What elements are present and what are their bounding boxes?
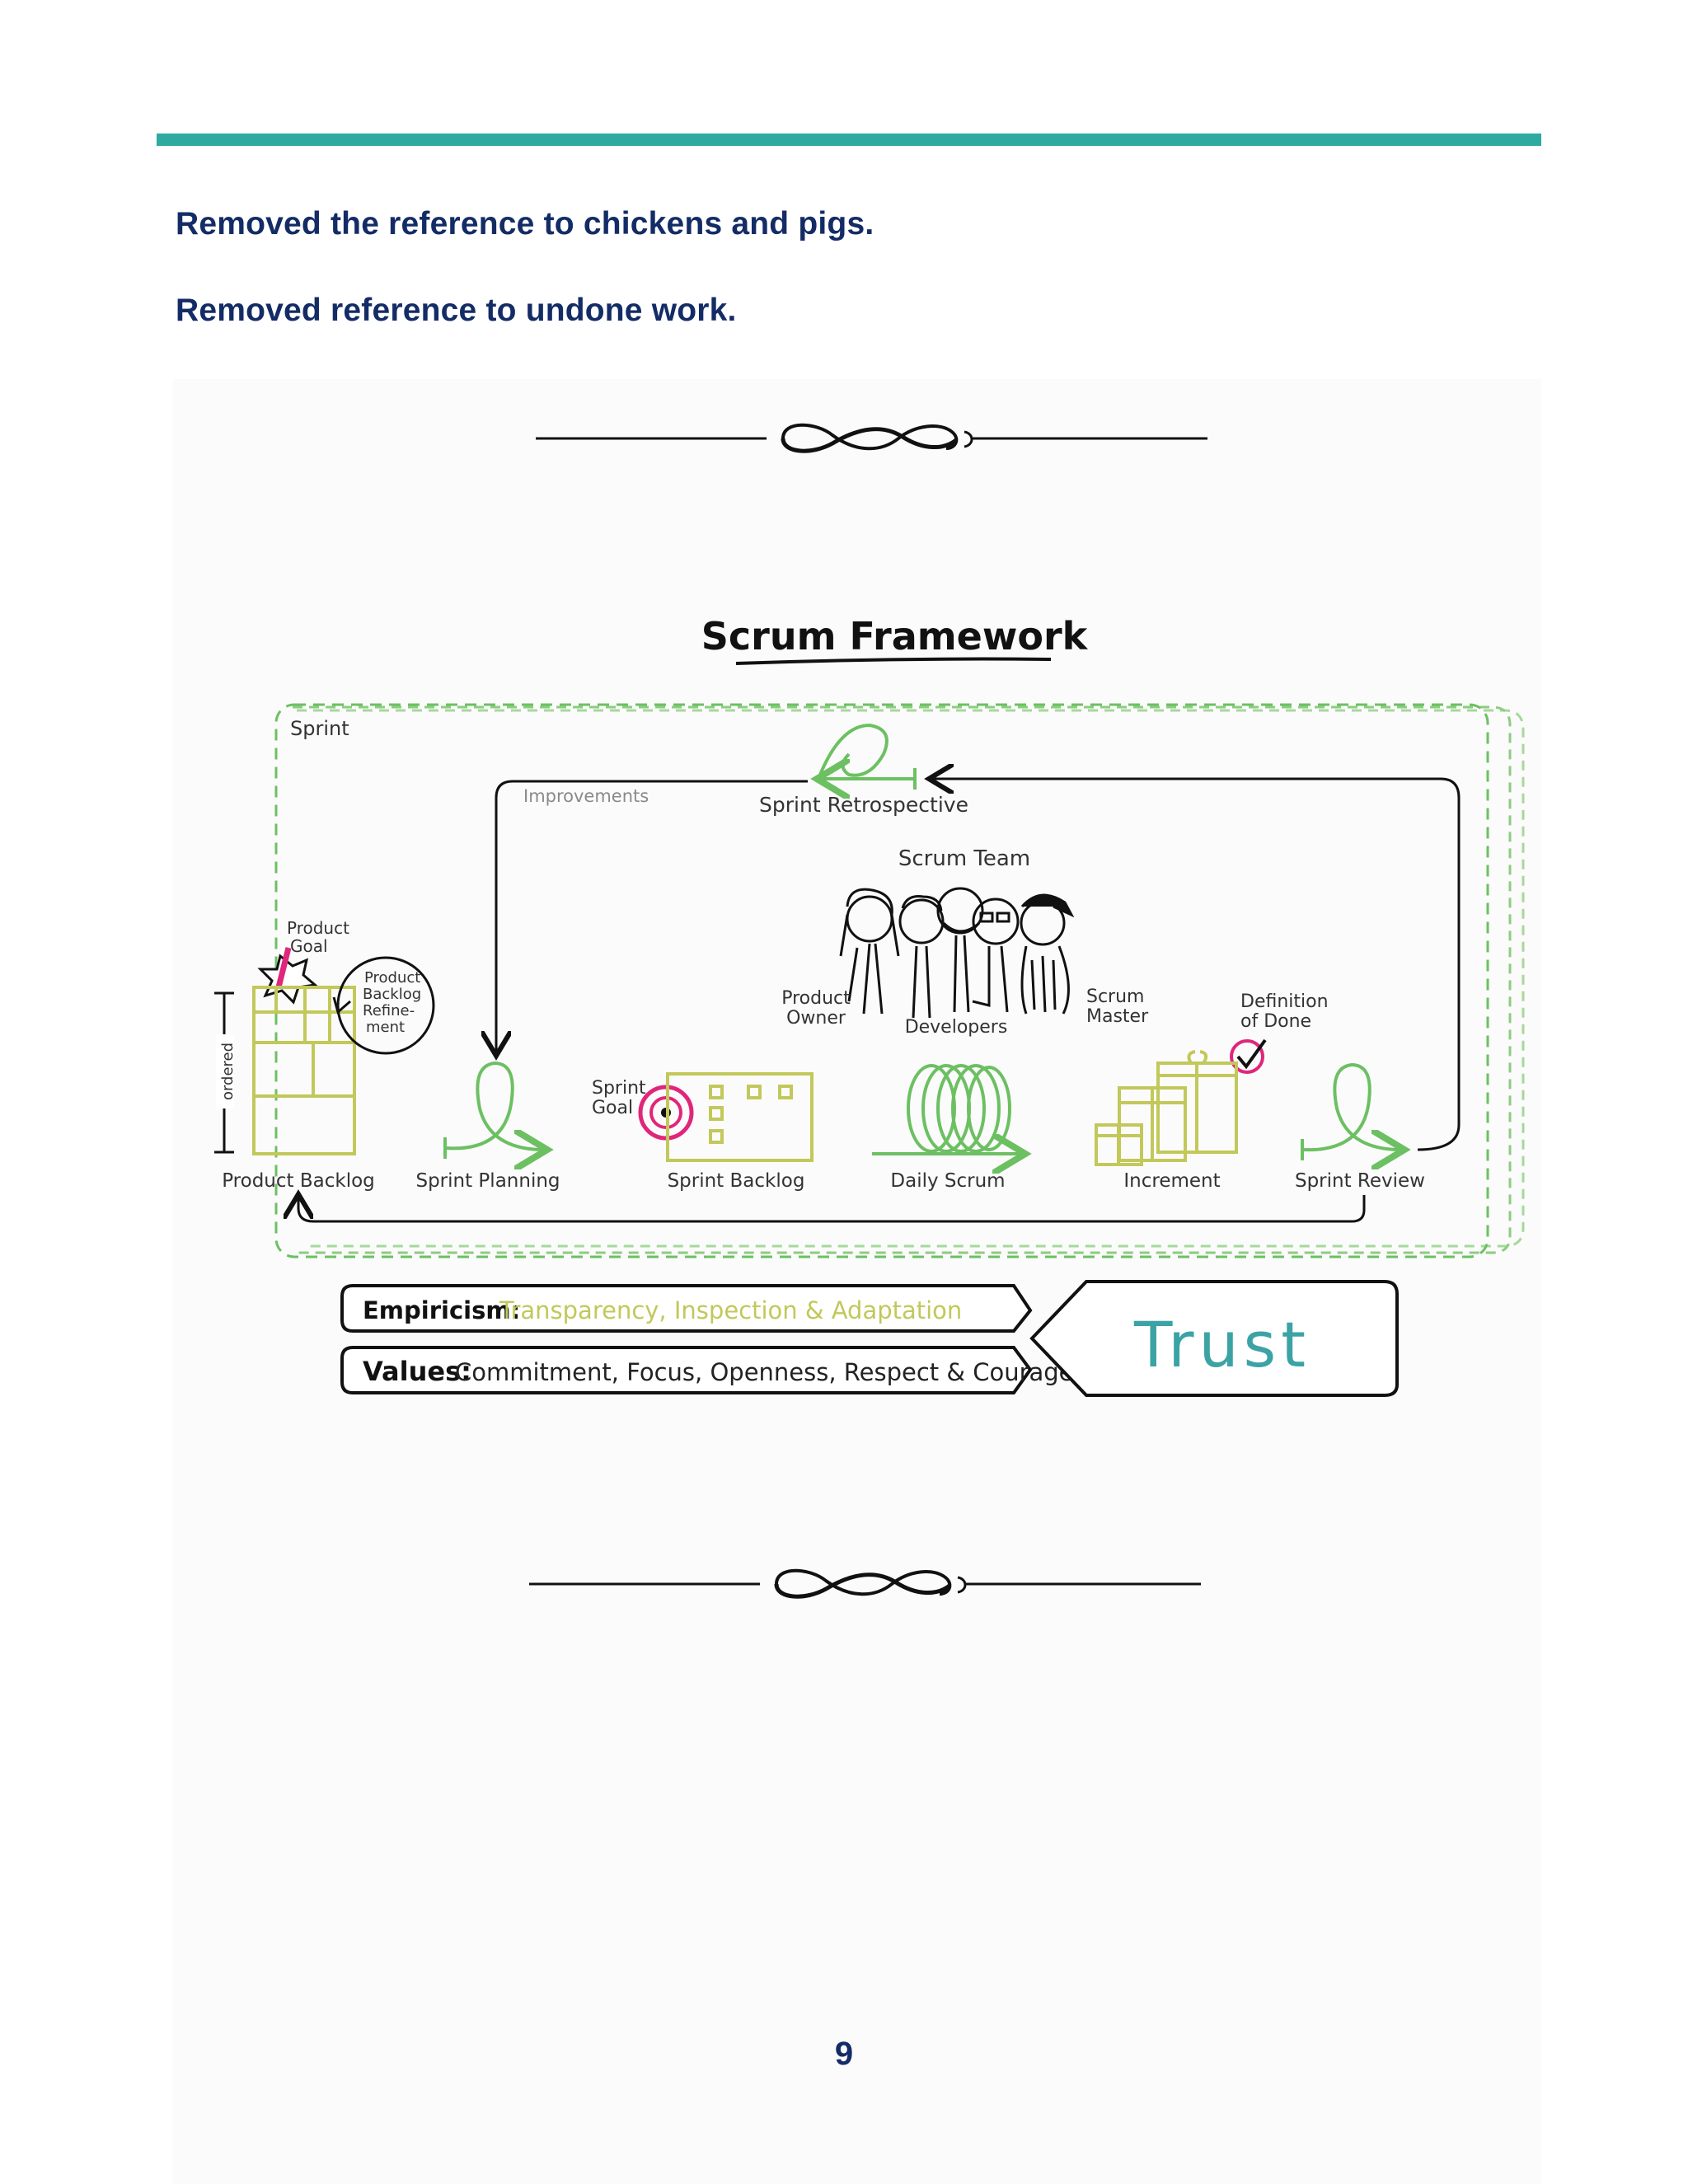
definition-of-done-check-icon — [1230, 1039, 1264, 1074]
sprint-planning-loop-icon — [444, 1061, 544, 1150]
stage-label-sprint-planning: Sprint Planning — [415, 1170, 560, 1192]
page-number: 9 — [834, 2036, 854, 2072]
product-goal-star-icon — [257, 954, 318, 1005]
scrum-team-label: Scrum Team — [898, 846, 1030, 871]
values-text: Commitment, Focus, Openness, Respect & C… — [455, 1358, 1074, 1386]
daily-scrum-coil-icon — [872, 1064, 1022, 1154]
stage-label-increment: Increment — [1123, 1170, 1220, 1192]
change-note-1: Removed the reference to chickens and pi… — [176, 206, 874, 241]
refinement-loop-icon — [336, 956, 435, 1055]
stage-label-daily-scrum: Daily Scrum — [890, 1170, 1005, 1192]
empiricism-text: Transparency, Inspection & Adaptation — [499, 1296, 962, 1324]
refinement-label-2: Backlog — [363, 986, 421, 1003]
product-goal-label-1: Product — [287, 918, 349, 938]
refinement-label-3: Refine- — [363, 1002, 415, 1019]
values-label: Values: — [363, 1356, 471, 1387]
change-note-2: Removed reference to undone work. — [176, 293, 737, 328]
scrum-master-label-1: Scrum — [1086, 987, 1144, 1007]
ordered-label: ordered — [219, 1043, 237, 1100]
increment-gifts-icon — [1095, 1050, 1238, 1166]
developers-label: Developers — [905, 1017, 1008, 1038]
diagram-title: Scrum Framework — [701, 614, 1089, 658]
product-goal-label-2: Goal — [290, 936, 328, 956]
product-owner-label-2: Owner — [786, 1008, 846, 1029]
sprint-backlog-board-icon — [666, 1072, 814, 1162]
sprint-label: Sprint — [290, 717, 349, 740]
flourish-divider-bottom — [529, 1568, 1201, 1599]
stage-label-sprint-review: Sprint Review — [1295, 1170, 1425, 1192]
scrum-team-people-icon — [839, 887, 1075, 1019]
trust-label: Trust — [1133, 1308, 1311, 1381]
header-accent-rule — [157, 134, 1541, 146]
trust-banner — [1029, 1280, 1399, 1397]
definition-of-done-label-2: of Done — [1240, 1011, 1311, 1032]
refinement-label-4: ment — [366, 1019, 405, 1036]
scrum-master-label-2: Master — [1086, 1006, 1149, 1027]
empiricism-label: Empiricism: — [363, 1296, 520, 1324]
stage-label-product-backlog: Product Backlog — [222, 1170, 375, 1192]
sprint-goal-label-1: Sprint — [592, 1078, 646, 1099]
product-owner-label-1: Product — [781, 988, 851, 1009]
definition-of-done-label-1: Definition — [1240, 991, 1329, 1012]
values-banner — [340, 1346, 1033, 1394]
sprint-goal-label-2: Goal — [592, 1098, 633, 1118]
refinement-label-1: Product — [364, 969, 420, 987]
sprint-review-loop-icon — [1301, 1062, 1401, 1150]
improvements-label: Improvements — [523, 786, 649, 806]
empiricism-banner — [340, 1284, 1033, 1333]
sprint-retrospective-label: Sprint Retrospective — [759, 793, 968, 817]
stage-label-sprint-backlog: Sprint Backlog — [668, 1170, 805, 1192]
flourish-divider-top — [536, 423, 1207, 453]
